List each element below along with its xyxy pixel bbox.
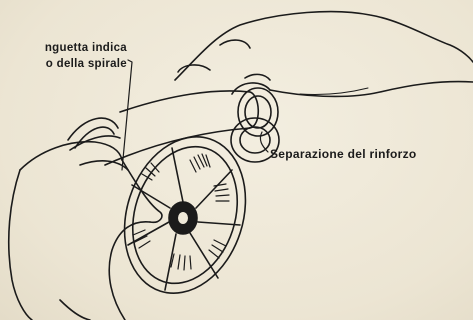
rear-reel-edge	[68, 118, 118, 148]
tongue-callout-line1: nguetta indica	[0, 40, 127, 56]
tongue-callout-line2: o della spirale	[0, 56, 127, 72]
tongue-callout: nguetta indica o della spirale	[0, 40, 127, 72]
bottom-hand	[9, 136, 162, 320]
top-hand	[175, 12, 473, 97]
separation-callout: Separazione del rinforzo	[270, 147, 417, 161]
take-up-reel	[105, 121, 265, 309]
